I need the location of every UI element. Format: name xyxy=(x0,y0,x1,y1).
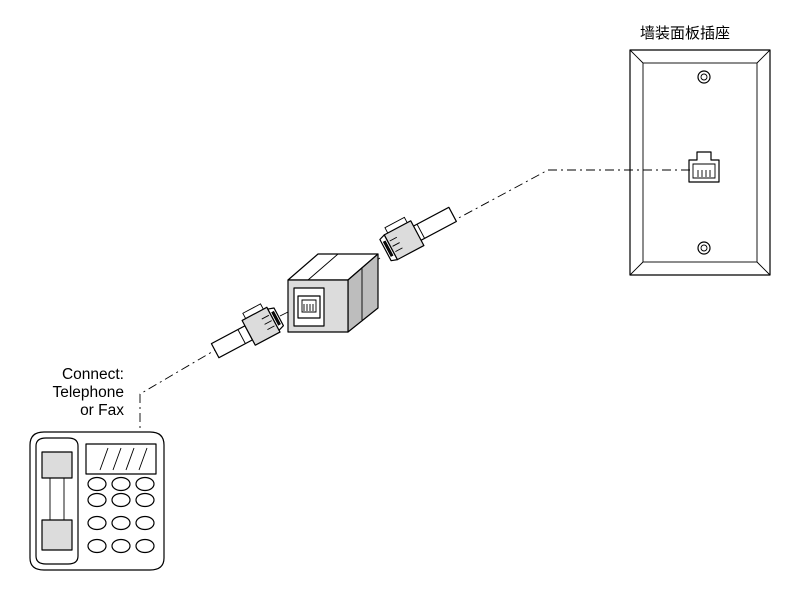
keypad-key xyxy=(135,476,155,492)
coupler-jack xyxy=(297,295,321,319)
wall-plate-icon xyxy=(629,49,771,276)
bottom-screw xyxy=(697,241,711,255)
telephone-icon xyxy=(29,431,165,571)
keypad-key xyxy=(87,538,107,554)
keypad-key xyxy=(135,538,155,554)
connect-line-3: or Fax xyxy=(80,402,124,419)
connect-label: Connect: Telephone or Fax xyxy=(18,366,124,420)
keypad-key xyxy=(135,492,155,508)
keypad-key xyxy=(111,492,131,508)
keypad-key xyxy=(87,492,107,508)
wall-to-plug-line xyxy=(439,169,690,229)
keypad-key xyxy=(87,476,107,492)
keypad-key xyxy=(135,515,155,531)
plug-to-phone-line xyxy=(139,345,223,430)
top-screw xyxy=(697,70,711,84)
keypad-key xyxy=(111,476,131,492)
keypad-key xyxy=(87,515,107,531)
handset xyxy=(35,437,79,565)
rj11-plug-icon-left xyxy=(210,303,285,359)
connect-line-1: Connect: xyxy=(61,366,124,383)
keypad-key xyxy=(111,515,131,531)
wall-jack xyxy=(688,151,720,183)
inline-coupler-icon xyxy=(287,253,379,333)
keypad-key xyxy=(111,538,131,554)
wall-plate-label: 墙装面板插座 xyxy=(640,24,731,42)
connection-lines xyxy=(139,169,690,430)
rj11-plug-icon xyxy=(379,206,457,262)
keypad xyxy=(87,476,155,554)
connect-line-2: Telephone xyxy=(52,384,124,401)
